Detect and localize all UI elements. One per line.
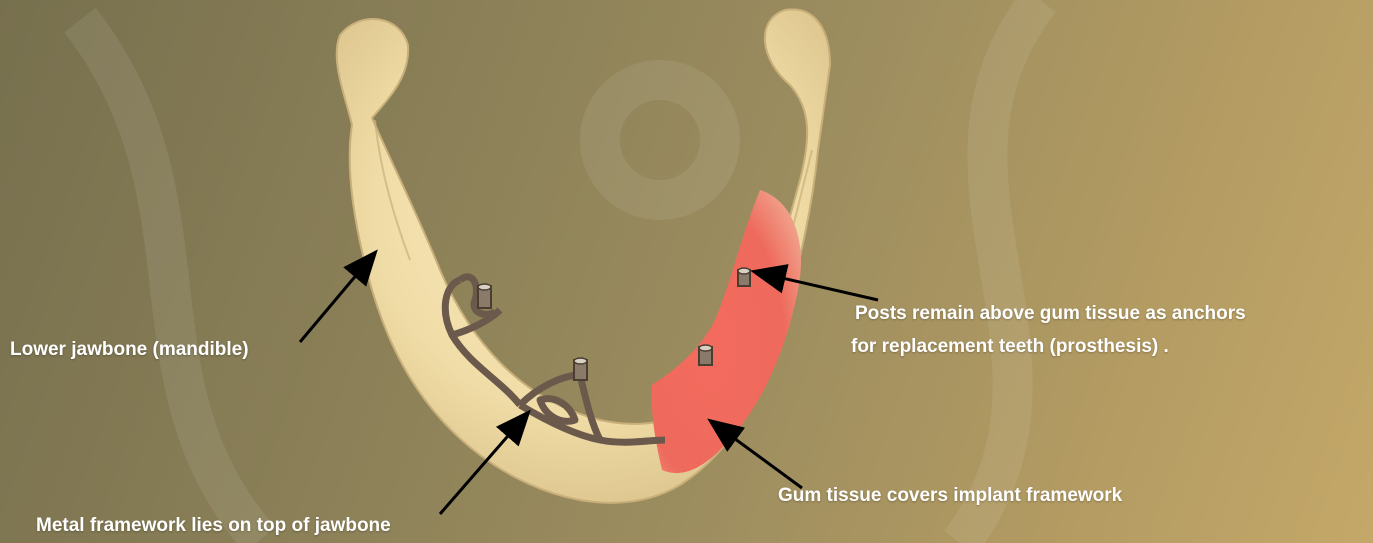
implant-post-2 [574, 358, 587, 380]
implant-post-3 [738, 268, 750, 286]
label-posts-line-2: for replacement teeth (prosthesis) . [851, 333, 1246, 366]
label-posts-line-1: Posts remain above gum tissue as anchors [851, 300, 1246, 333]
implant-post-1 [478, 284, 491, 308]
label-metal-framework: Metal framework lies on top of jawbone [36, 512, 391, 540]
label-mandible: Lower jawbone (mandible) [10, 336, 249, 364]
label-gum-tissue: Gum tissue covers implant framework [778, 482, 1122, 510]
implant-post-4 [699, 345, 712, 365]
arrow-gum [712, 422, 802, 488]
arrow-mandible [300, 254, 374, 342]
label-posts: Posts remain above gum tissue as anchors… [851, 300, 1246, 366]
